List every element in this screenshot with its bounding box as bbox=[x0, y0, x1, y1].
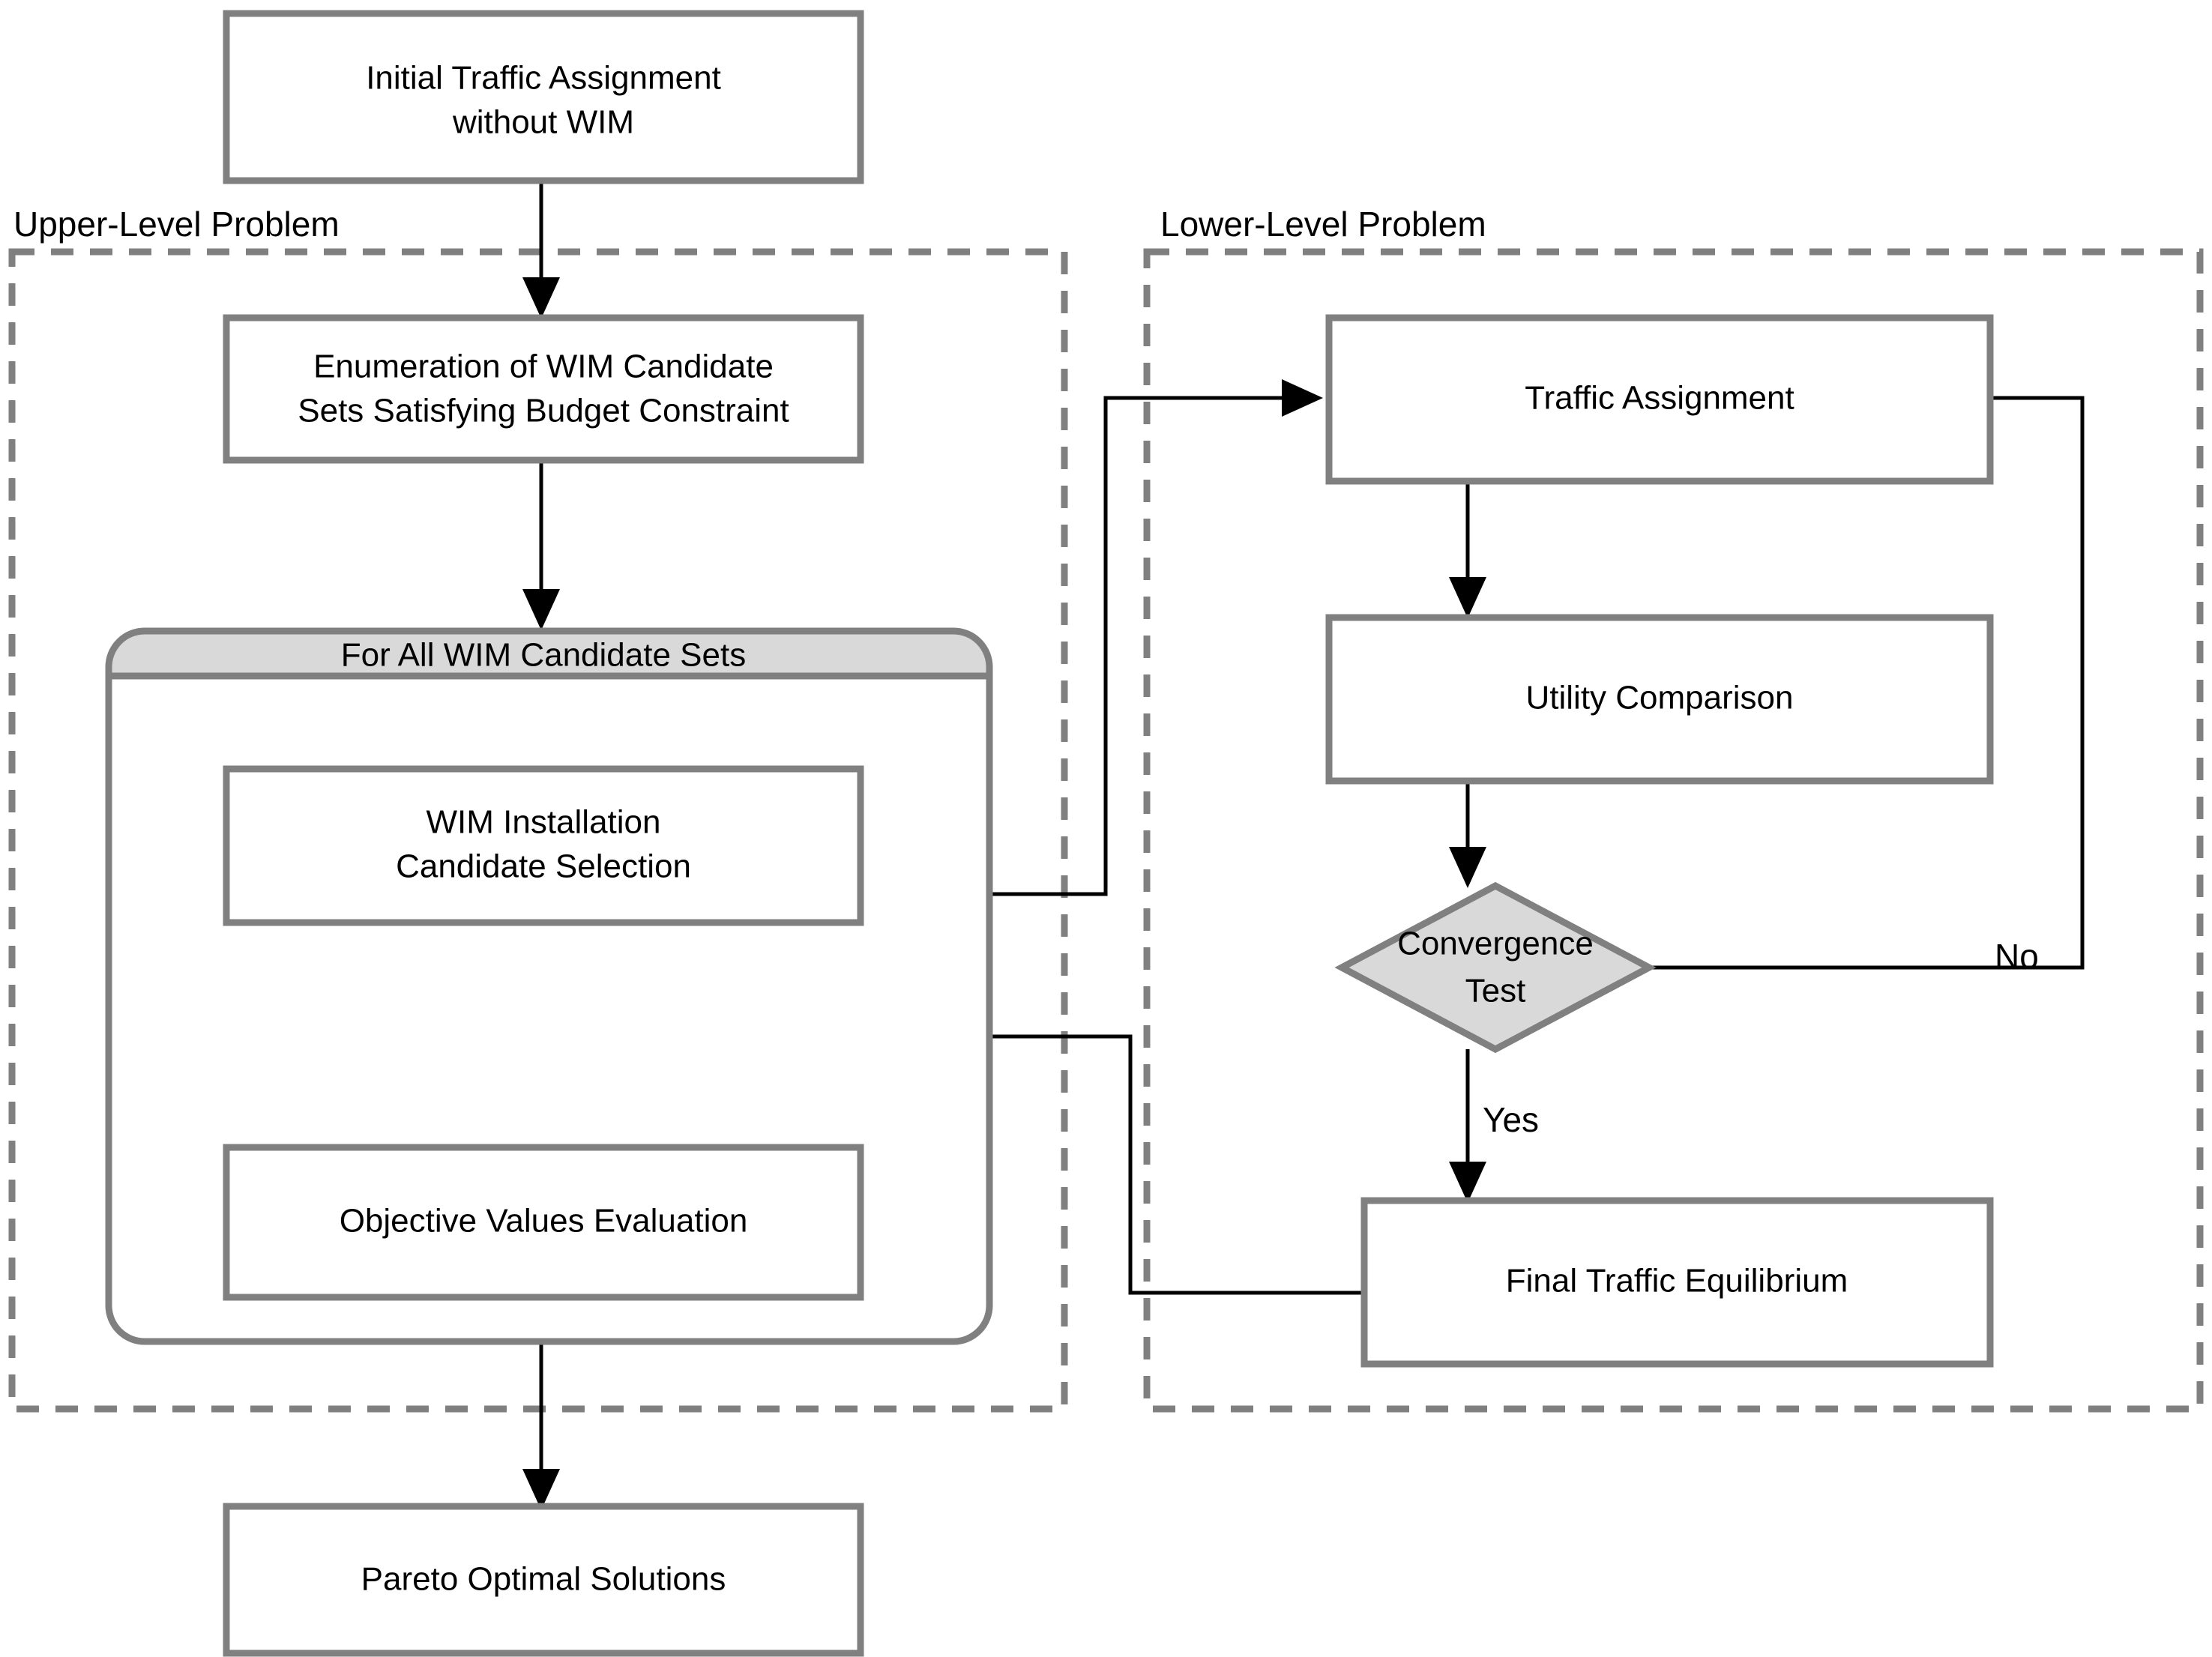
node-traffic-assignment-box[interactable] bbox=[1325, 314, 1994, 485]
label-initial-line2: without WIM bbox=[452, 104, 634, 141]
label-enumeration-line2: Sets Satisfying Budget Constraint bbox=[298, 393, 789, 429]
loop-container-header bbox=[105, 627, 993, 680]
group-lower-level-box bbox=[1143, 248, 2204, 1413]
label-group-lower-level: Lower-Level Problem bbox=[1160, 205, 1486, 244]
label-convergence-line1: Convergence bbox=[1397, 926, 1594, 962]
node-pareto-optimal-solutions[interactable] bbox=[223, 1503, 864, 1657]
label-convergence-line2: Test bbox=[1465, 973, 1526, 1009]
node-enumeration-of-wim-candidate-sets[interactable] bbox=[223, 314, 864, 464]
node-convergence-test[interactable] bbox=[1334, 881, 1657, 1054]
node-final-traffic-equilibrium[interactable] bbox=[1360, 1197, 1994, 1368]
label-wim-selection-line2: Candidate Selection bbox=[396, 848, 691, 885]
node-wim-installation-candidate-selection[interactable] bbox=[223, 765, 864, 926]
label-pareto: Pareto Optimal Solutions bbox=[361, 1561, 726, 1598]
label-edge-no: No bbox=[1995, 937, 2039, 976]
label-utility-comparison: Utility Comparison bbox=[1526, 680, 1794, 716]
label-traffic-assignment: Traffic Assignment bbox=[1525, 380, 1794, 417]
node-utility-comparison[interactable] bbox=[1325, 614, 1994, 785]
label-wim-selection-line1: WIM Installation bbox=[427, 804, 661, 841]
label-enumeration-line1: Enumeration of WIM Candidate bbox=[313, 348, 774, 385]
label-edge-yes: Yes bbox=[1483, 1100, 1539, 1139]
label-objective: Objective Values Evaluation bbox=[340, 1203, 748, 1240]
node-objective-values-evaluation[interactable] bbox=[223, 1144, 864, 1301]
label-loop-header: For All WIM Candidate Sets bbox=[341, 637, 746, 674]
label-initial-line1: Initial Traffic Assignment bbox=[366, 60, 721, 97]
label-group-upper-level: Upper-Level Problem bbox=[13, 205, 340, 244]
label-final-equilibrium: Final Traffic Equilibrium bbox=[1506, 1263, 1848, 1300]
group-upper-level-box bbox=[8, 248, 1068, 1413]
node-initial-traffic-assignment[interactable] bbox=[223, 10, 864, 184]
